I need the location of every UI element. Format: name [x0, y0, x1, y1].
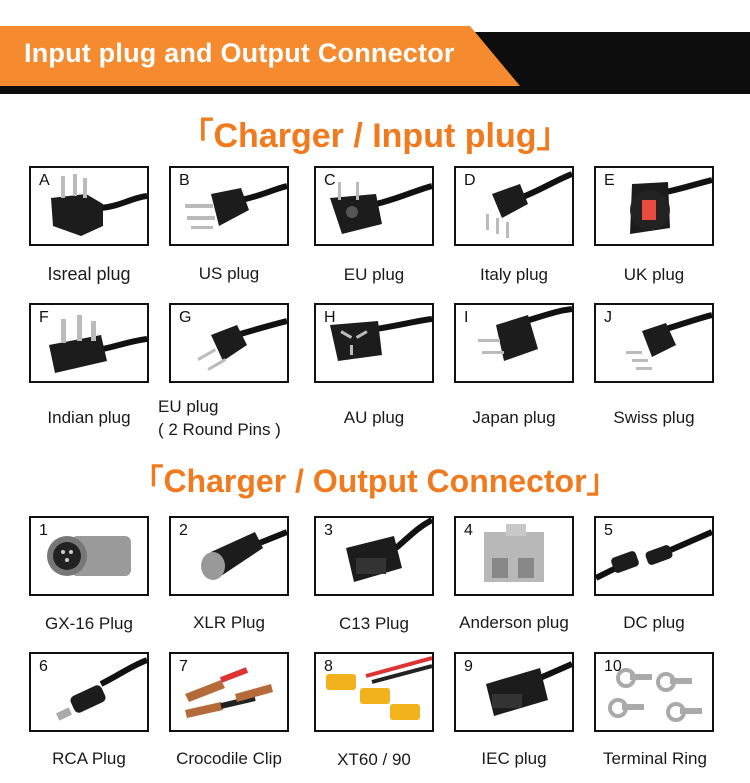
au-plug-icon	[330, 316, 432, 361]
plug-cell-au: H	[314, 303, 434, 383]
connector-cell-xlr: 2	[169, 516, 289, 596]
connector-cell-c13: 3	[314, 516, 434, 596]
connector-label: IEC plug	[481, 749, 547, 768]
connector-cell-crocodile: 7	[169, 652, 289, 732]
xlr-connector-icon	[201, 529, 287, 580]
connector-cell-terminal: 10	[594, 652, 714, 732]
connector-cell-iec: 9	[454, 652, 574, 732]
plug-cell-us: B	[169, 166, 289, 246]
cell-letter: G	[179, 309, 192, 326]
c13-connector-icon	[346, 518, 432, 582]
plug-label: AU plug	[343, 408, 405, 427]
cell-letter: 4	[464, 522, 473, 539]
gx16-connector-icon	[47, 536, 131, 576]
cell-letter: C	[324, 172, 336, 189]
terminal-ring-icon	[608, 668, 702, 722]
plug-cell-swiss: J	[594, 303, 714, 383]
plug-label: EU plug	[343, 265, 405, 284]
plug-cell-israel: A	[29, 166, 149, 246]
plug-cell-eu2: G	[169, 303, 289, 383]
cell-letter: 1	[39, 522, 48, 539]
plug-cell-eu: C	[314, 166, 434, 246]
indian-plug-icon	[49, 315, 147, 373]
plug-label: EU plug	[158, 397, 219, 416]
cell-letter: J	[604, 309, 612, 326]
cell-letter: I	[464, 309, 469, 326]
uk-plug-icon	[630, 177, 712, 234]
output-section-title: 「Charger / Output Connector」	[131, 463, 619, 499]
eu-2pin-plug-icon	[197, 318, 287, 371]
plug-label: Swiss plug	[613, 408, 695, 427]
plug-cell-uk: E	[594, 166, 714, 246]
connector-label: DC plug	[623, 613, 685, 632]
plug-label-secondary: ( 2 Round Pins )	[158, 420, 281, 439]
plug-label: Isreal plug	[47, 264, 131, 284]
connector-label: XT60 / 90	[337, 750, 411, 769]
header-banner: Input plug and Output Connector	[0, 18, 750, 96]
banner-orange-tab	[0, 26, 520, 86]
xt60-connector-icon	[326, 656, 432, 720]
connector-label: RCA Plug	[52, 749, 126, 768]
cell-letter: 2	[179, 522, 188, 539]
us-plug-icon	[185, 183, 287, 229]
cell-letter: B	[179, 172, 190, 189]
connector-label: Terminal Ring	[603, 749, 707, 768]
israel-plug-icon	[51, 174, 147, 236]
iec-plug-icon	[486, 661, 572, 716]
connector-label: C13 Plug	[339, 614, 409, 633]
cell-letter: 8	[324, 658, 333, 675]
cell-letter: 6	[39, 658, 48, 675]
japan-plug-icon	[478, 306, 572, 361]
plug-label: Japan plug	[472, 408, 556, 427]
connector-label: Crocodile Clip	[176, 749, 282, 768]
connector-label: GX-16 Plug	[45, 614, 133, 633]
rca-plug-icon	[55, 657, 147, 721]
dc-plug-icon	[596, 529, 712, 581]
cell-letter: D	[464, 172, 476, 189]
banner-title: Input plug and Output Connector	[24, 38, 455, 68]
italy-plug-icon	[486, 171, 572, 238]
connector-cell-anderson: 4	[454, 516, 574, 596]
cell-letter: 7	[179, 658, 188, 675]
plug-cell-japan: I	[454, 303, 574, 383]
connector-cell-dc: 5	[594, 516, 714, 596]
cell-letter: 9	[464, 658, 473, 675]
cell-letter: F	[39, 309, 49, 326]
connector-label: Anderson plug	[459, 613, 569, 632]
cell-letter: H	[324, 309, 336, 326]
input-section-title: 「Charger / Input plug」	[179, 117, 571, 155]
connector-cell-rca: 6	[29, 652, 149, 732]
swiss-plug-icon	[626, 312, 712, 370]
cell-letter: A	[39, 172, 50, 189]
plug-label: Italy plug	[479, 265, 549, 284]
cell-letter: 3	[324, 522, 333, 539]
connector-cell-xt60: 8	[314, 652, 434, 732]
cell-letter: 10	[604, 658, 622, 675]
plug-label: Indian plug	[47, 408, 131, 427]
connector-label: XLR Plug	[193, 613, 265, 632]
anderson-connector-icon	[484, 524, 544, 582]
plug-cell-indian: F	[29, 303, 149, 383]
eu-plug-icon	[330, 182, 432, 234]
plug-label: UK plug	[623, 265, 685, 284]
plug-label: US plug	[198, 264, 260, 283]
crocodile-clip-icon	[185, 667, 273, 718]
cell-letter: E	[604, 172, 615, 189]
plug-cell-italy: D	[454, 166, 574, 246]
connector-cell-gx16: 1	[29, 516, 149, 596]
cell-letter: 5	[604, 522, 613, 539]
